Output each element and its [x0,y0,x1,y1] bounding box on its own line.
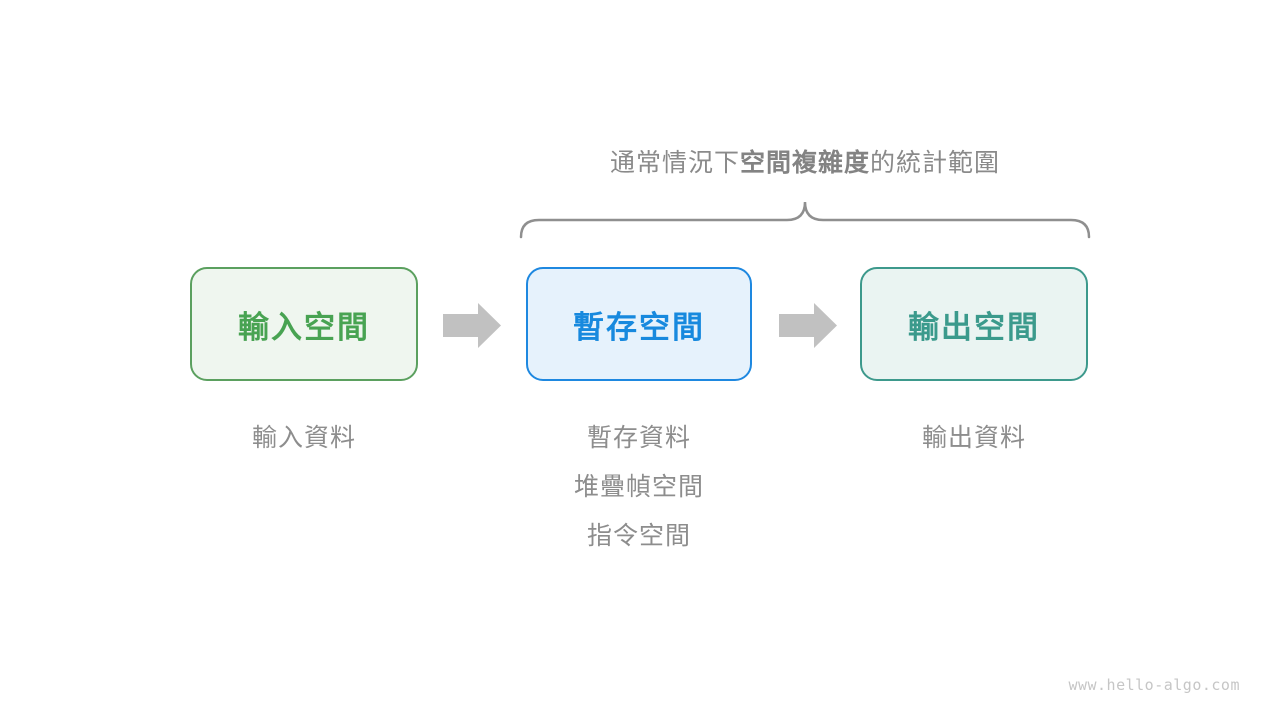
stack-frame-space-label: 堆疊幀空間 [573,473,704,501]
buffer-annotations: 暫存資料 堆疊幀空間 指令空間 [526,423,752,570]
output-data-label: 輸出資料 [921,424,1026,452]
buffer-data-label: 暫存資料 [586,424,691,452]
title-emphasis: 空間複雜度 [739,149,870,177]
title-prefix: 通常情況下 [609,149,740,177]
arrow-right-icon [443,303,501,348]
buffer-space-label: 暫存空間 [573,309,705,345]
input-data-label: 輸入資料 [251,424,356,452]
output-space-label: 輸出空間 [908,309,1040,345]
arrow-right-glyph [779,303,837,348]
scope-brace [519,195,1091,245]
output-space-box: 輸出空間 [860,267,1088,381]
input-space-label: 輸入空間 [238,309,370,345]
watermark-url: www.hello-algo.com [1068,676,1240,694]
diagram-title: 通常情況下空間複雜度的統計範圍 [505,146,1105,180]
input-space-box: 輸入空間 [190,267,418,381]
title-suffix: 的統計範圍 [870,149,1001,177]
arrow-right-glyph [443,303,501,348]
instruction-space-label: 指令空間 [586,522,691,550]
buffer-space-box: 暫存空間 [526,267,752,381]
arrow-right-icon [779,303,837,348]
curly-brace-icon [519,201,1091,239]
